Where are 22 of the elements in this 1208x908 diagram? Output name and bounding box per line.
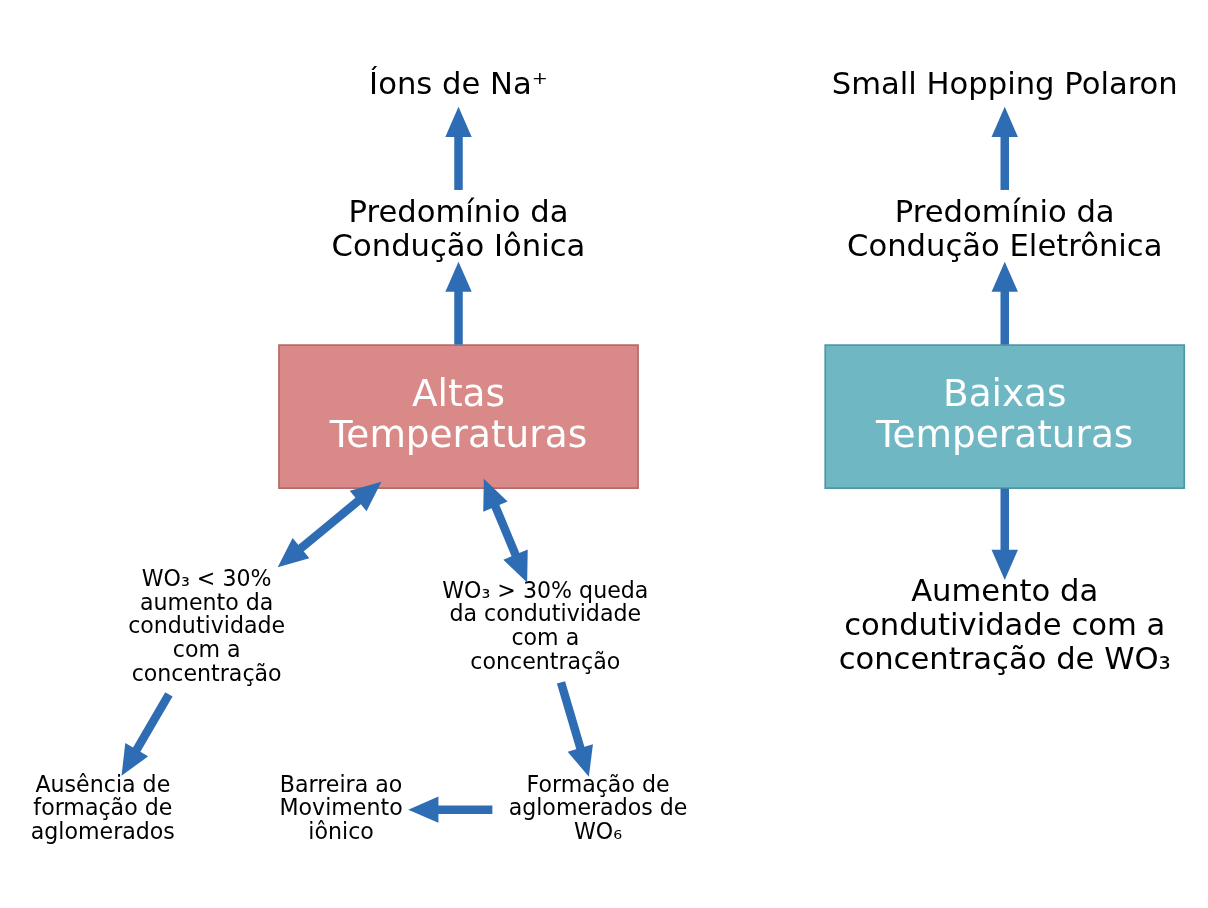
arrow bbox=[121, 692, 173, 776]
arrow bbox=[445, 261, 472, 345]
node-text: Predomínio da Condução Eletrônica bbox=[847, 193, 1163, 263]
arrow bbox=[445, 106, 472, 190]
arrow bbox=[991, 488, 1018, 581]
node-box: Baixas Temperaturas bbox=[824, 344, 1186, 489]
node-text: Formação de aglomerados de WO₆ bbox=[508, 770, 688, 845]
node-text: Barreira ao Movimento iônico bbox=[279, 770, 403, 845]
arrow bbox=[277, 481, 382, 568]
node-text: WO₃ < 30% aumento da condutividade com a concentração bbox=[128, 564, 286, 686]
node-text: Predomínio da Condução Iônica bbox=[331, 193, 586, 263]
node-text: WO₃ > 30% queda da condutividade com a concentração bbox=[442, 576, 649, 675]
node-box: Altas Temperaturas bbox=[278, 344, 639, 489]
arrow bbox=[483, 478, 528, 583]
arrow bbox=[408, 796, 493, 823]
node-text: Aumento da condutividade com a concentração de WO₃ bbox=[838, 573, 1171, 677]
arrow bbox=[991, 261, 1018, 345]
node-text: Small Hopping Polaron bbox=[831, 65, 1178, 101]
node-text: Ausência de formação de aglomerados bbox=[30, 770, 175, 845]
node-text: Íons de Na⁺ bbox=[369, 65, 548, 101]
arrow bbox=[556, 681, 593, 777]
arrow bbox=[991, 106, 1018, 190]
